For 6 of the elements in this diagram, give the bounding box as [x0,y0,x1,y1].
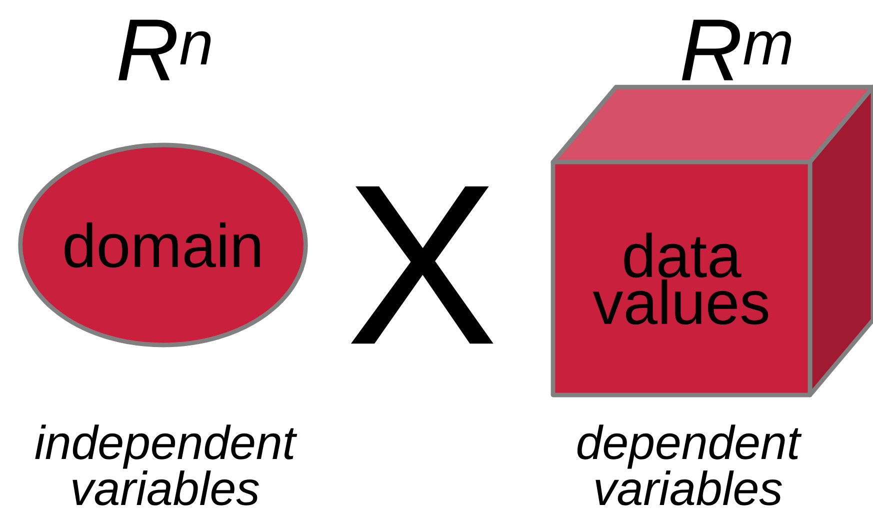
cube-drawing: data values [550,84,873,398]
set-heading: R$^{m}$ [682,20,792,80]
node-label: dependent variables [577,424,802,506]
cross-symbol: X [350,186,494,344]
node-label: independent variables [35,424,298,506]
set-heading: R$^{n}$ [118,20,211,80]
